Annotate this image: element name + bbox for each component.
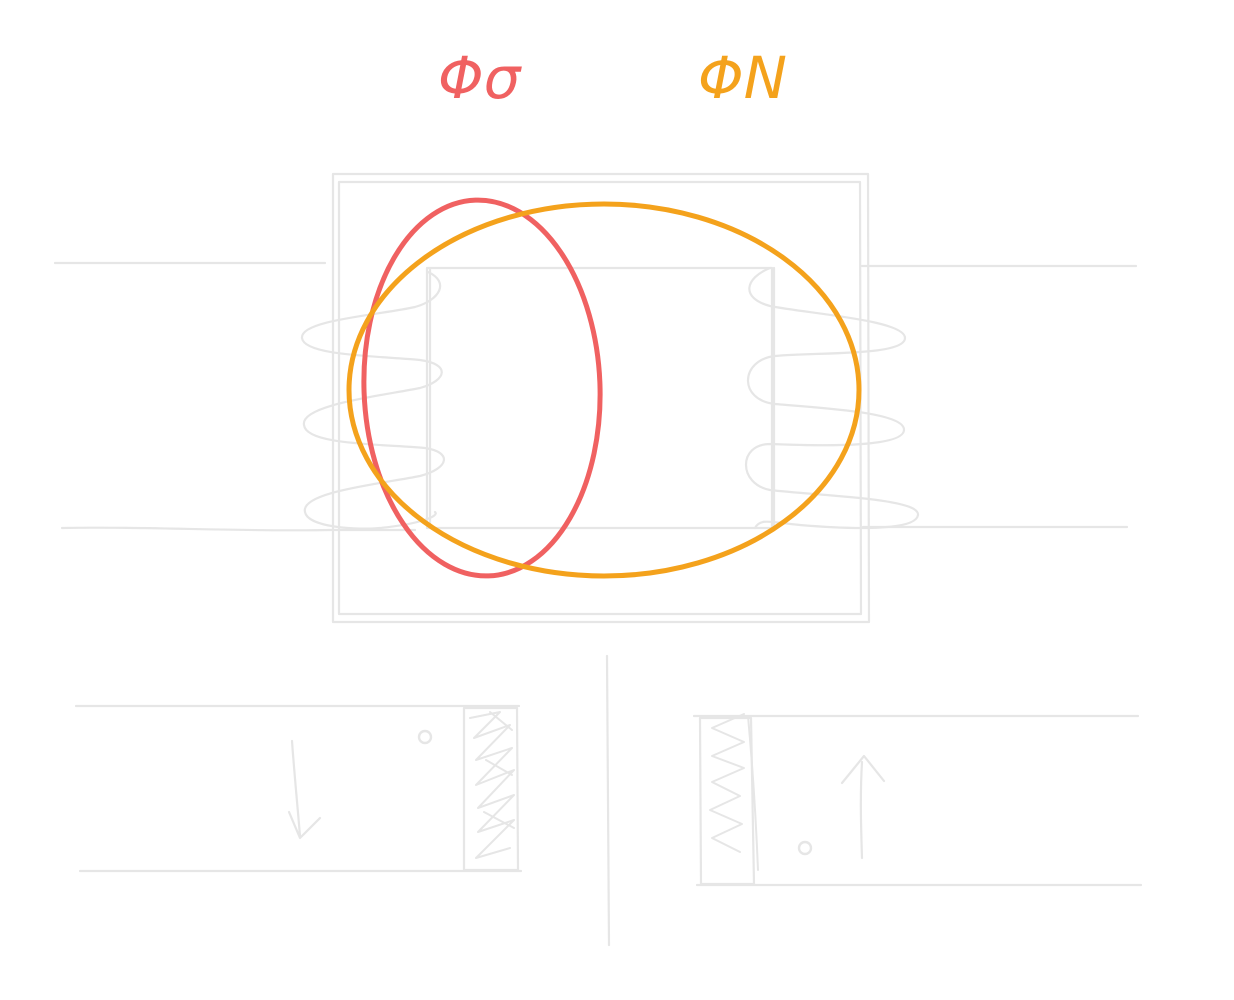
dot-icon <box>797 840 813 856</box>
secondary-cross-section <box>692 713 1143 887</box>
arrow-up-icon <box>840 754 886 860</box>
secondary-winding <box>745 264 1138 530</box>
leakage-flux-loop <box>361 197 603 579</box>
main-flux-loop <box>346 201 862 579</box>
leakage-flux-label: Φσ <box>438 44 523 112</box>
arrow-down-icon <box>287 739 322 840</box>
primary-winding <box>53 261 445 532</box>
main-flux-label: ΦN <box>698 44 787 112</box>
divider <box>605 654 611 947</box>
primary-cross-section <box>74 704 523 873</box>
dot-icon <box>417 729 433 745</box>
